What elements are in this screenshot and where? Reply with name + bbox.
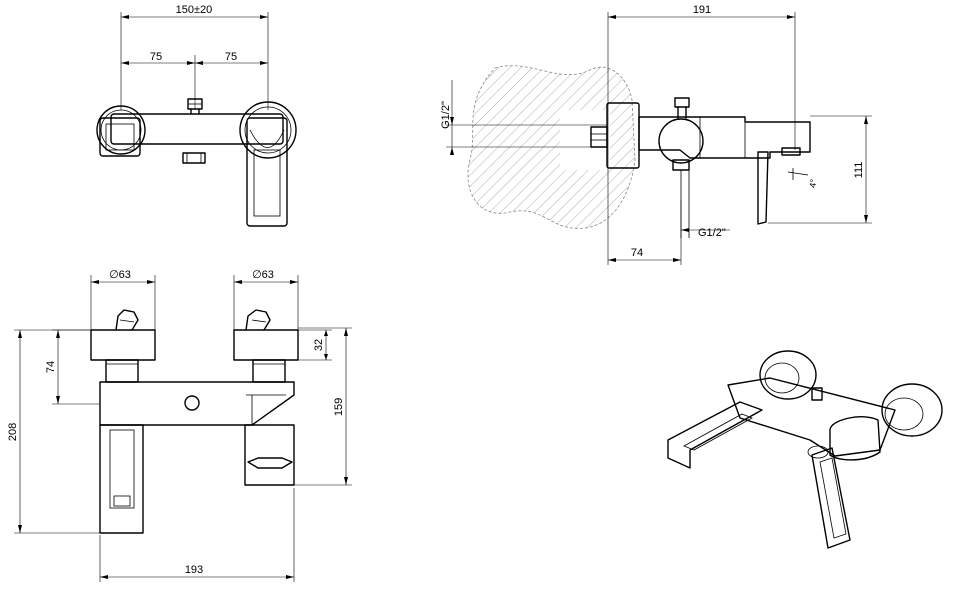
front-view: ∅63 ∅63 <box>7 269 352 582</box>
dim-side-angle: 4° <box>807 178 818 189</box>
dim-side-offset: 74 <box>631 247 643 259</box>
dim-front-cap-height: 32 <box>313 339 325 351</box>
dim-front-diam-right: ∅63 <box>252 269 274 281</box>
isometric-view <box>667 350 943 549</box>
dim-front-height-inlet: 74 <box>45 361 57 373</box>
dim-side-depth: 191 <box>693 4 711 16</box>
dim-top-left-half: 75 <box>150 51 162 63</box>
dim-side-thread-wall: G1/2" <box>440 101 452 129</box>
side-view: 191 G1/2" 4° <box>440 4 872 265</box>
dim-front-width: 193 <box>185 564 203 576</box>
dim-front-spout-height: 159 <box>333 398 345 416</box>
dim-front-height-total: 208 <box>7 423 19 441</box>
dim-side-height: 111 <box>853 162 865 179</box>
dim-top-width: 150±20 <box>176 4 213 16</box>
top-view: 150±20 75 75 <box>96 4 297 227</box>
dim-side-thread-bottom: G1/2" <box>698 227 726 239</box>
dim-top-right-half: 75 <box>225 51 237 63</box>
dim-front-diam-left: ∅63 <box>109 269 131 281</box>
